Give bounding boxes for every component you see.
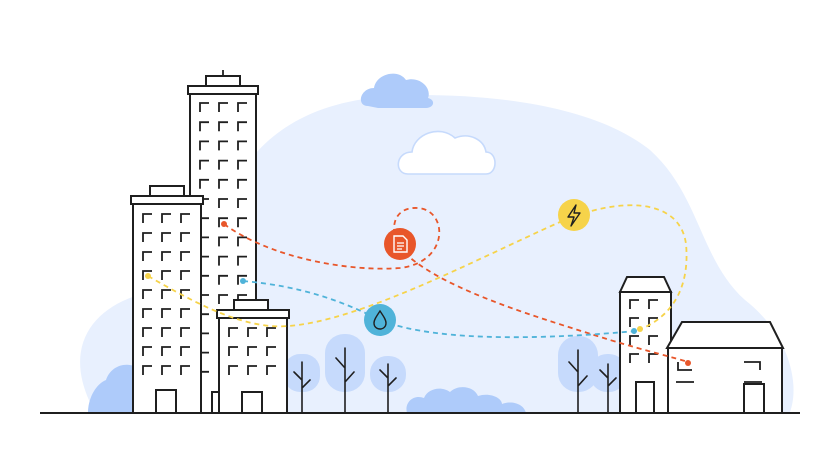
window <box>199 121 209 132</box>
window <box>228 346 238 356</box>
window <box>218 198 228 208</box>
tree-1 <box>284 354 320 413</box>
window <box>237 274 247 285</box>
window <box>237 198 247 208</box>
window <box>199 140 209 151</box>
cloud-top <box>360 73 434 108</box>
window <box>180 270 190 280</box>
tree-5 <box>590 354 626 413</box>
window <box>218 274 228 285</box>
window <box>218 236 228 247</box>
window <box>648 353 658 363</box>
window <box>161 251 171 261</box>
window <box>161 289 171 299</box>
window <box>247 346 257 356</box>
window <box>218 178 228 189</box>
window <box>237 102 247 112</box>
window <box>142 308 152 318</box>
window <box>247 365 257 375</box>
small-building <box>216 299 290 414</box>
document-flow-end <box>685 360 691 366</box>
window <box>142 270 152 280</box>
window <box>180 213 190 223</box>
window <box>142 251 152 261</box>
window <box>629 353 639 363</box>
window <box>199 102 209 112</box>
cloud-outline <box>397 130 496 175</box>
bush-middle <box>406 387 526 413</box>
window <box>180 308 190 318</box>
window <box>142 289 152 299</box>
window <box>218 140 228 151</box>
window <box>142 213 152 223</box>
right-building <box>618 276 673 414</box>
window <box>199 159 209 170</box>
window <box>218 102 228 112</box>
window <box>142 232 152 242</box>
medium-building <box>130 185 204 414</box>
window <box>237 121 247 132</box>
energy-flow-end <box>637 326 643 332</box>
window <box>237 159 247 170</box>
window <box>266 365 276 375</box>
window <box>266 327 276 337</box>
window <box>218 255 228 266</box>
window <box>629 335 639 345</box>
water-flow-start <box>240 278 246 284</box>
water-drop-icon <box>364 304 396 336</box>
window <box>237 236 247 247</box>
window <box>218 217 228 228</box>
window <box>142 327 152 337</box>
window <box>218 159 228 170</box>
window <box>629 317 639 327</box>
window <box>629 299 639 309</box>
window <box>228 365 238 375</box>
window <box>218 121 228 132</box>
window <box>180 365 190 375</box>
window <box>161 270 171 280</box>
window <box>237 255 247 266</box>
window <box>266 346 276 356</box>
window <box>237 140 247 151</box>
tree-3 <box>370 356 406 413</box>
tree-2 <box>325 334 365 413</box>
water-flow-end <box>631 328 637 334</box>
tree-4 <box>558 336 598 413</box>
window <box>161 308 171 318</box>
window <box>142 365 152 375</box>
window <box>237 178 247 189</box>
window <box>161 232 171 242</box>
window <box>228 327 238 337</box>
document-icon <box>384 228 416 260</box>
window <box>161 346 171 356</box>
window <box>161 327 171 337</box>
energy-flow-start <box>145 273 151 279</box>
window <box>180 251 190 261</box>
energy-flow-path <box>147 204 688 332</box>
lightning-icon <box>558 199 590 231</box>
window <box>180 289 190 299</box>
document-flow-start <box>221 221 227 227</box>
window <box>237 217 247 228</box>
bush-left <box>88 364 134 413</box>
window <box>247 327 257 337</box>
window <box>161 213 171 223</box>
window <box>180 327 190 337</box>
house <box>665 321 785 414</box>
document-flow-path <box>223 207 689 363</box>
window <box>648 317 658 327</box>
window <box>161 365 171 375</box>
window <box>199 178 209 189</box>
window <box>180 232 190 242</box>
window <box>648 335 658 345</box>
window <box>180 346 190 356</box>
window <box>648 299 658 309</box>
window <box>218 294 228 304</box>
window <box>142 346 152 356</box>
